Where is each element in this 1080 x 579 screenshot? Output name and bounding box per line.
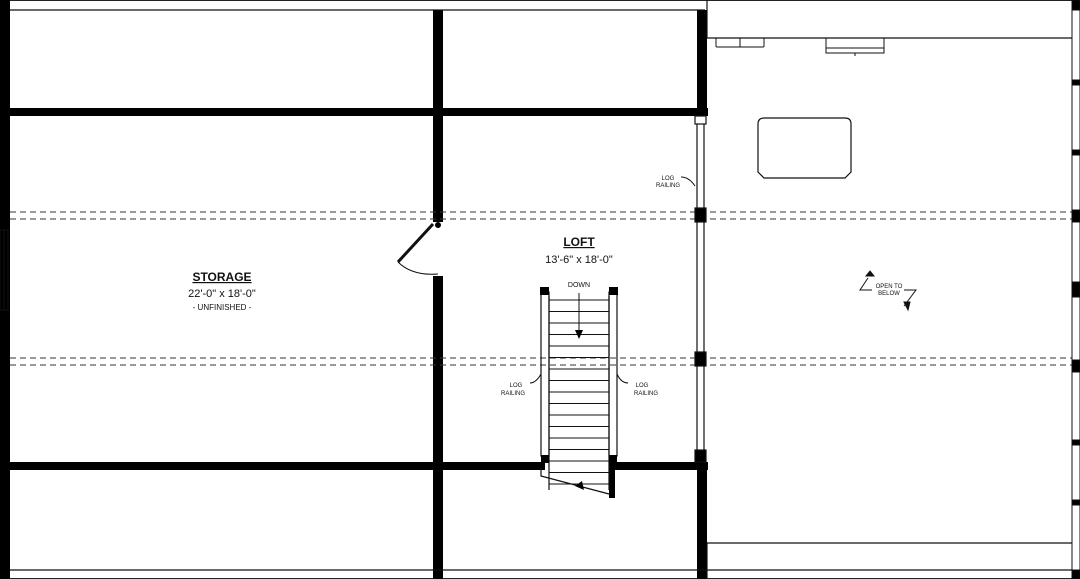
bottom-beam	[0, 462, 545, 470]
open-to-below-symbol	[859, 270, 917, 312]
right-exterior-wall	[1071, 0, 1080, 579]
railing-leaders	[529, 176, 696, 384]
storage-room-name: STORAGE	[192, 270, 251, 284]
left-railing-label-1: LOG	[510, 383, 523, 389]
storage-door	[396, 222, 441, 275]
top-beam	[0, 108, 708, 116]
right-railing-label-1: LOG	[636, 383, 649, 389]
left-window	[0, 229, 9, 311]
open-to-below-label-1: OPEN TO	[876, 284, 903, 290]
purlin-lines	[10, 211, 1080, 366]
right-railing-label-2: RAILING	[634, 391, 658, 397]
upper-railing-label-2: RAILING	[656, 183, 680, 189]
loft-room-name: LOFT	[563, 235, 595, 249]
partition-wall-upper	[433, 10, 443, 222]
storage-room-note: - UNFINISHED -	[193, 303, 252, 312]
left-railing-label-2: RAILING	[501, 391, 525, 397]
bottom-beam-right	[612, 462, 708, 470]
loft-right-wall-top	[697, 10, 707, 116]
left-exterior-wall	[0, 0, 10, 579]
loft-room-size: 13'-6" x 18'-0"	[545, 254, 613, 266]
loft-right-wall-bottom	[697, 462, 707, 579]
log-railing-vertical	[694, 115, 707, 463]
walls	[0, 0, 708, 579]
kitchen-island	[757, 117, 852, 179]
open-to-below-label-2: BELOW	[878, 291, 900, 297]
upper-railing-label-1: LOG	[662, 176, 675, 182]
partition-wall-lower	[433, 276, 443, 579]
storage-room-size: 22'-0" x 18'-0"	[188, 288, 256, 300]
stair-direction-label: DOWN	[568, 282, 590, 289]
staircase	[540, 287, 618, 495]
stair-bottom-post	[609, 462, 615, 498]
great-room-outline	[706, 0, 1080, 579]
kitchen-fixtures	[715, 37, 885, 56]
